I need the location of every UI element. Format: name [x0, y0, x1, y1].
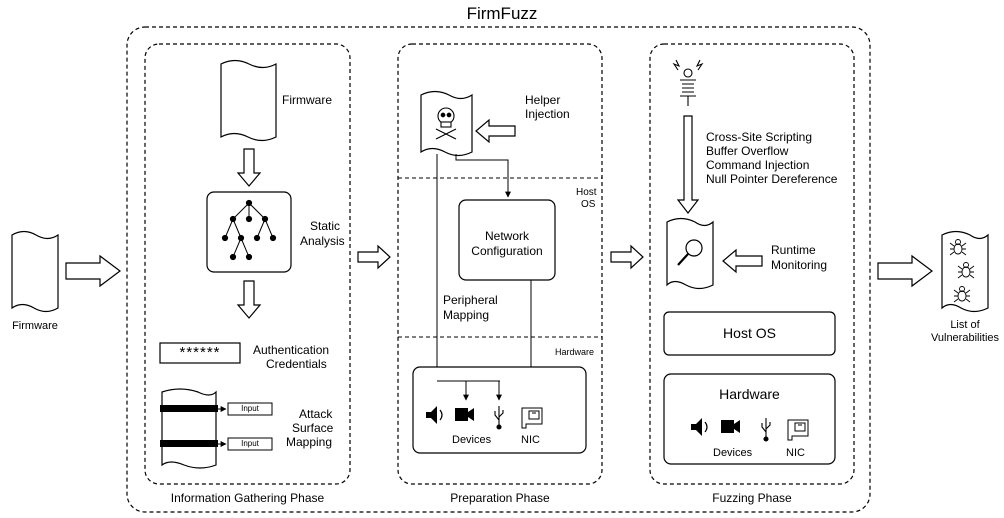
arrow-input-to-fuzz — [65, 254, 121, 288]
fuzzer-spring-icon — [672, 59, 704, 106]
prep-hardware-label: Hardware — [555, 347, 595, 357]
host-os-label-2: OS — [581, 199, 596, 210]
output-label-1: List of — [950, 319, 980, 331]
speaker-icon — [426, 406, 443, 424]
arrow-info-to-prep — [357, 244, 391, 270]
fuzz-host-os-box — [663, 311, 836, 356]
usb-icon — [494, 406, 504, 430]
arrow-fuzzer-down — [676, 115, 700, 214]
hollow-arrows — [65, 115, 933, 319]
vulnerabilities-doc-icon — [941, 230, 989, 313]
vuln-type-4: Null Pointer Dereference — [706, 172, 838, 186]
input-firmware-doc-icon — [11, 230, 59, 313]
network-config-box — [458, 199, 556, 281]
attack-bar-2 — [160, 440, 218, 447]
fuzz-camera-icon — [721, 420, 740, 433]
peripheral-label-2: Mapping — [443, 308, 490, 322]
arrow-firmware-to-analysis — [236, 148, 262, 187]
credentials-label-2: Credentials — [266, 357, 327, 371]
prep-nic-label: NIC — [521, 434, 540, 446]
fuzzing-box — [649, 43, 855, 485]
credentials-label-1: Authentication — [253, 343, 330, 357]
network-label-1: Network — [484, 229, 529, 243]
preparation-box — [397, 43, 603, 485]
vuln-type-3: Command Injection — [706, 158, 810, 172]
fuzz-speaker-icon — [691, 418, 708, 436]
vuln-type-1: Cross-Site Scripting — [706, 130, 813, 144]
static-analysis-box — [206, 191, 292, 273]
skull-icon — [435, 107, 457, 140]
arrow-analysis-to-credentials — [236, 280, 262, 319]
arrow-fuzz-to-output — [877, 254, 933, 288]
input-field-2-text: Input — [241, 439, 259, 448]
static-label-1: Static — [310, 219, 341, 233]
runtime-label-2: Monitoring — [771, 258, 828, 272]
peripheral-label-1: Peripheral — [443, 293, 498, 307]
vuln-type-2: Buffer Overflow — [706, 144, 789, 158]
helper-to-network-line — [455, 154, 511, 198]
output-label-2: Vulnerabilities — [930, 332, 1000, 344]
diagram-title: FirmFuzz — [466, 4, 538, 23]
helper-label-2: Injection — [525, 107, 570, 121]
attack-label-2: Surface — [292, 421, 334, 435]
arrow-prep-to-fuzz — [610, 244, 644, 270]
fuzz-host-os-label: Host OS — [723, 325, 776, 341]
host-os-label-1: Host — [576, 187, 597, 198]
static-label-2: Analysis — [300, 234, 345, 248]
monitoring-doc-icon — [666, 217, 714, 290]
arrow-runtime-monitoring — [722, 248, 763, 274]
credentials-box — [159, 342, 241, 364]
fuzz-devices-label: Devices — [713, 447, 753, 459]
attack-label-1: Attack — [299, 407, 333, 421]
camera-icon — [455, 408, 474, 421]
network-label-2: Configuration — [471, 244, 543, 258]
fuzz-nic-label: NIC — [786, 447, 805, 459]
prep-devices-label: Devices — [452, 434, 492, 446]
fuzz-nic-card-icon — [787, 419, 809, 441]
info-gathering-box — [144, 43, 351, 485]
fuzz-usb-icon — [761, 418, 771, 442]
fuzzing-phase-label: Fuzzing Phase — [712, 491, 792, 505]
helper-label-1: Helper — [525, 93, 561, 107]
magnifier-icon — [677, 239, 703, 266]
attack-bar-1 — [160, 405, 218, 412]
bug-icons — [949, 239, 975, 303]
info-gathering-phase-label: Information Gathering Phase — [170, 491, 325, 505]
arrow-helper-injection — [475, 118, 516, 144]
credentials-stars: ****** — [179, 344, 221, 361]
runtime-label-1: Runtime — [771, 243, 816, 257]
fuzz-hardware-box — [663, 373, 836, 465]
input-firmware-label: Firmware — [12, 320, 58, 332]
input-field-1 — [227, 402, 273, 416]
tree-icon — [221, 199, 277, 261]
nic-card-icon — [521, 407, 543, 429]
fuzz-hardware-label: Hardware — [719, 386, 780, 402]
attack-label-3: Mapping — [286, 435, 333, 449]
input-field-2 — [227, 437, 273, 451]
firmfuzz-boundary — [126, 26, 871, 513]
attack-surface-doc-icon — [161, 388, 217, 469]
firmware-doc-icon — [220, 59, 277, 142]
firmware-label: Firmware — [282, 93, 332, 107]
preparation-phase-label: Preparation Phase — [450, 491, 550, 505]
input-field-1-text: Input — [241, 404, 259, 413]
